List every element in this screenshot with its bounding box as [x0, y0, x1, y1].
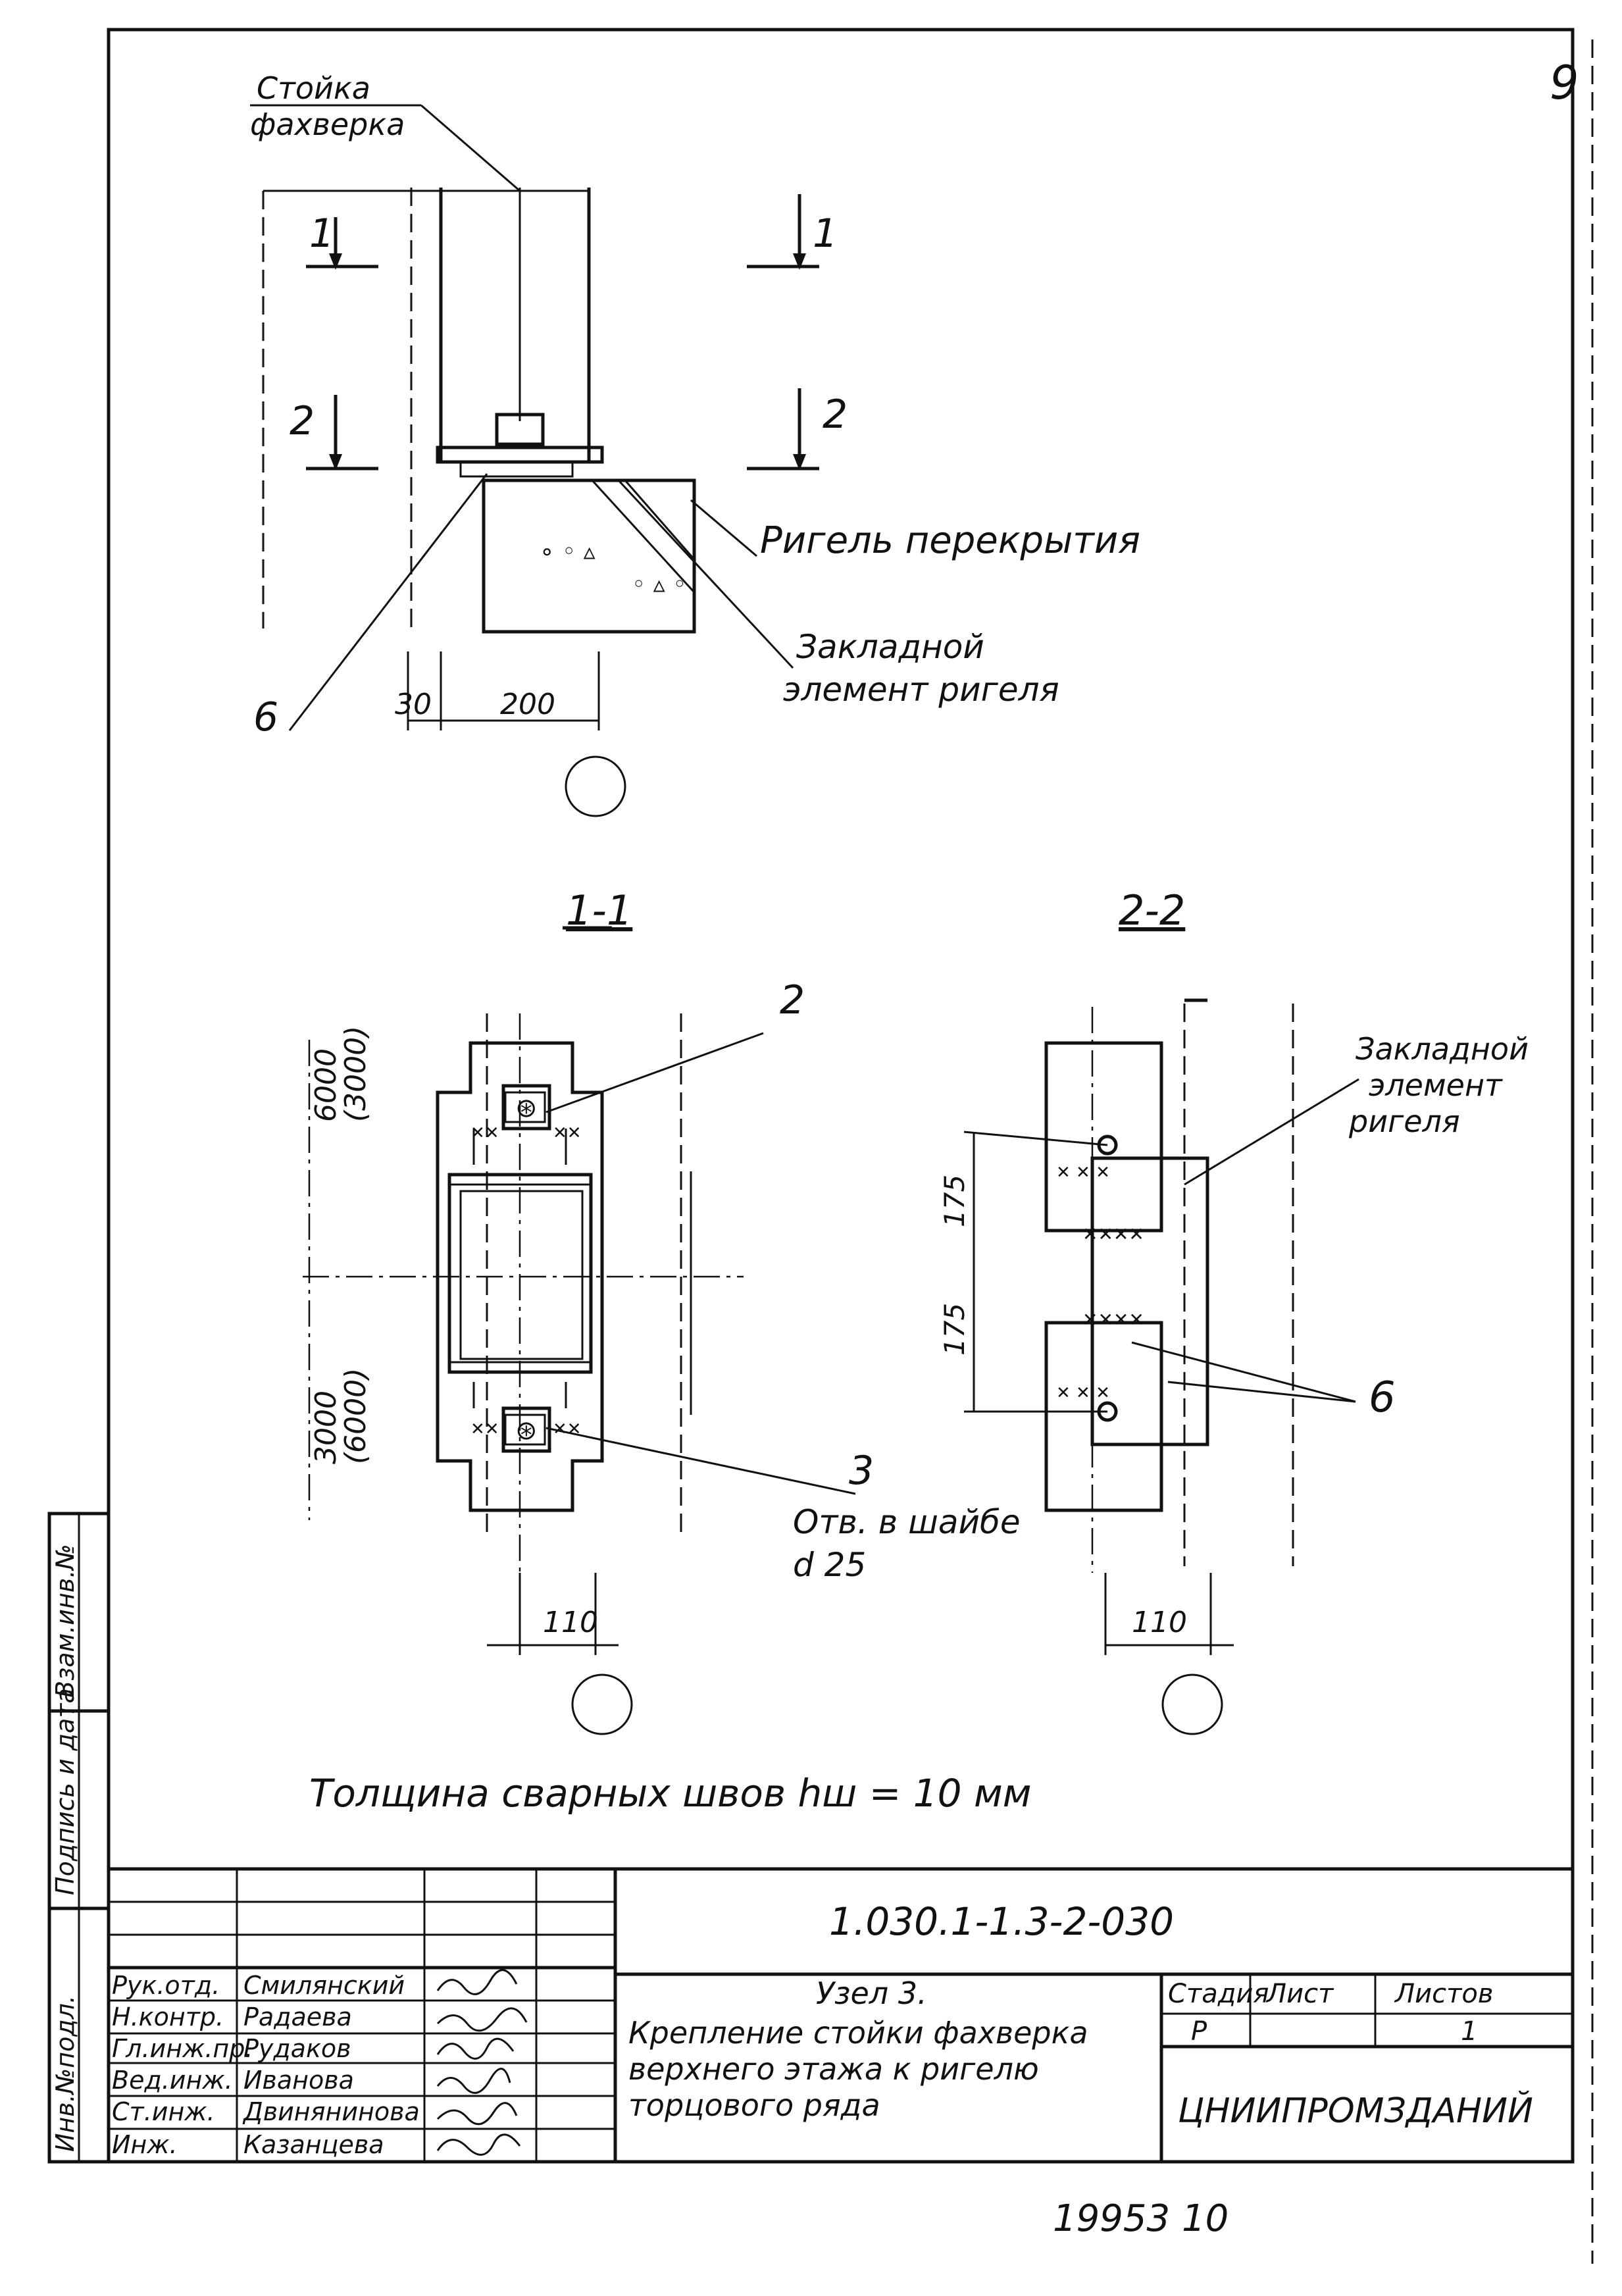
dim-200: 200	[500, 688, 555, 721]
title-line-3: торцового ряда	[628, 2087, 880, 2123]
weld-thickness-note: Толщина сварных швов hш = 10 мм	[309, 1771, 1032, 1816]
sheet-frame	[107, 28, 1575, 2164]
bolt-symbol-bottom: ⊛	[515, 1416, 538, 1446]
page-number: 9	[1550, 56, 1579, 110]
position-6: 6	[253, 694, 278, 740]
svg-text:✕✕✕✕: ✕✕✕✕	[1082, 1223, 1144, 1245]
name-0: Смилянский	[243, 1971, 405, 2000]
section-title-1-1: 1-1	[566, 886, 632, 934]
organization: ЦНИИПРОМЗДАНИЙ	[1178, 2091, 1533, 2131]
ratio-bot-num: 3000	[309, 1390, 343, 1464]
role-2: Гл.инж.пр.	[112, 2034, 253, 2063]
side-stamp-1: Подпись и дата	[51, 1688, 80, 1895]
ratio-bot-den: (6000)	[339, 1368, 372, 1464]
title-block	[47, 1512, 1573, 2164]
stage-header: Стадия	[1168, 1979, 1269, 2009]
svg-text:✕✕: ✕✕	[553, 1419, 582, 1439]
detail-circle-top	[565, 755, 626, 817]
name-2: Рудаков	[243, 2034, 351, 2063]
weld-marks-2-2-bottom: ✕✕✕✕	[1082, 1309, 1144, 1331]
sheet-header: Лист	[1265, 1979, 1334, 2009]
title-line-1: Крепление стойки фахверка	[628, 2015, 1088, 2051]
ratio-top-num: 6000	[309, 1048, 343, 1122]
elevation-view: ∘ ◦ ▵ ◦ ▵ ◦	[250, 104, 819, 817]
name-3: Иванова	[243, 2066, 354, 2095]
position-6-right: 6	[1369, 1373, 1396, 1422]
stage-value: Р	[1191, 2016, 1207, 2047]
role-4: Ст.инж.	[112, 2097, 215, 2126]
side-stamp-0: Инв.№подл.	[51, 1995, 80, 2152]
role-5: Инж.	[112, 2130, 178, 2159]
sheets-header: Листов	[1394, 1979, 1493, 2009]
label-column-bottom: фахверка	[250, 107, 405, 142]
position-2: 2	[780, 977, 805, 1023]
section-marker-1-left: 1	[309, 211, 334, 257]
dim-110-right: 110	[1132, 1606, 1187, 1639]
label-hole-2: d 25	[793, 1546, 866, 1584]
designation: 1.030.1-1.3-2-030	[829, 1899, 1174, 1944]
name-4: Двинянинова	[242, 2097, 420, 2126]
label-embedded-2: элемент ригеля	[783, 671, 1059, 709]
role-3: Вед.инж.	[112, 2066, 233, 2095]
dim-30: 30	[395, 688, 432, 721]
name-5: Казанцева	[243, 2130, 384, 2159]
label-embedded-1: Закладной	[796, 628, 984, 666]
svg-text:◦ ▵ ◦: ◦ ▵ ◦	[632, 571, 686, 598]
label-embedded-r2: элемент	[1369, 1067, 1503, 1103]
label-hole-1: Отв. в шайбе	[793, 1503, 1021, 1541]
signature-scribbles	[436, 1969, 528, 2156]
section-marker-2-left: 2	[290, 398, 315, 444]
name-1: Радаева	[243, 2003, 352, 2031]
section-title-2-2: 2-2	[1119, 886, 1185, 934]
role-1: Н.контр.	[112, 2003, 224, 2031]
weld-marks-top: ✕✕	[470, 1123, 499, 1143]
role-0: Рук.отд.	[112, 1971, 220, 2000]
detail-circle-2-2	[1161, 1673, 1223, 1735]
dim-175-bottom: 175	[938, 1303, 971, 1356]
title-line-2: верхнего этажа к ригелю	[628, 2051, 1039, 2087]
dim-110-left: 110	[543, 1606, 598, 1639]
sheets-value: 1	[1461, 2016, 1477, 2047]
position-3: 3	[849, 1448, 874, 1494]
dim-175-top: 175	[938, 1175, 971, 1227]
label-embedded-r1: Закладной	[1356, 1031, 1529, 1067]
bolt-symbol-top: ⊛	[515, 1093, 538, 1123]
ratio-top-den: (3000)	[339, 1026, 372, 1122]
sheet-footer-number: 19953 10	[1053, 2197, 1229, 2240]
detail-circle-1-1	[571, 1673, 633, 1735]
section-marker-2-right: 2	[823, 392, 848, 438]
label-girder: Ригель перекрытия	[760, 519, 1140, 562]
side-stamp-2: Взам.инв.№	[51, 1544, 80, 1698]
weld-marks-bottom: ✕✕	[470, 1419, 499, 1439]
concrete-dots: ∘ ◦ ▵	[540, 538, 596, 565]
title-node: Узел 3.	[816, 1976, 927, 2011]
section-marker-1-right: 1	[813, 211, 838, 257]
section-1-1-view	[303, 926, 856, 1735]
section-2-2-view	[963, 998, 1359, 1735]
weld-marks-2-2-top: ✕ ✕ ✕	[1056, 1163, 1110, 1183]
label-embedded-r3: ригеля	[1348, 1104, 1460, 1139]
label-column-top: Стойка	[257, 70, 370, 106]
svg-text:✕ ✕ ✕: ✕ ✕ ✕	[1056, 1383, 1110, 1403]
svg-text:✕✕: ✕✕	[553, 1123, 582, 1143]
